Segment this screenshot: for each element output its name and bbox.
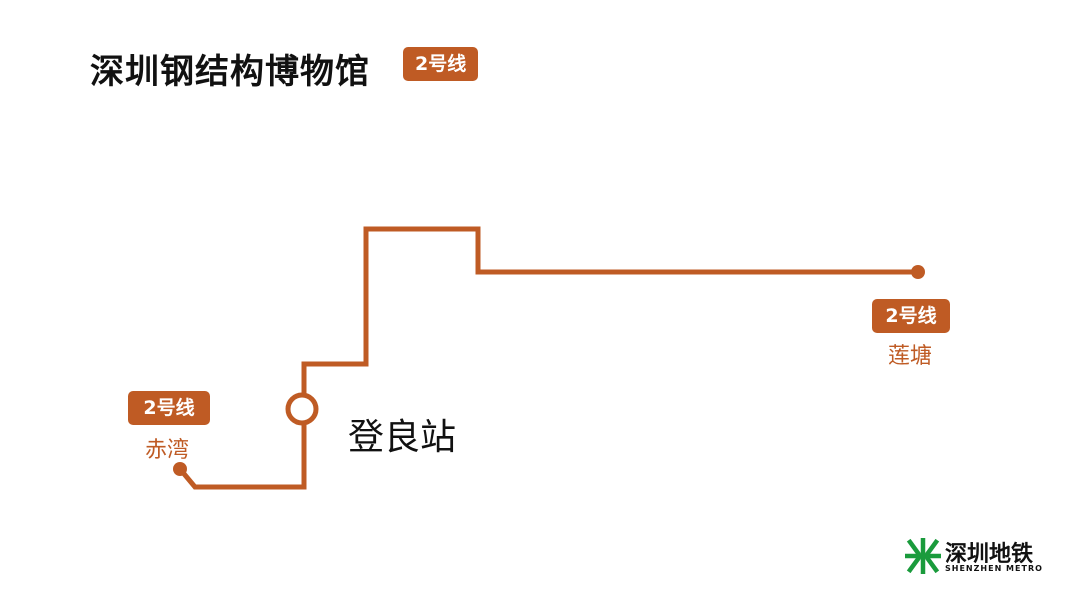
station-name: 登良站 <box>348 417 457 458</box>
page-title: 深圳钢结构博物馆 <box>90 52 370 92</box>
line-badge: 2号线 <box>403 47 479 81</box>
metro-logo-text-cn: 深圳地铁 <box>945 542 1034 567</box>
terminal-dot-liantang <box>911 265 925 279</box>
terminal-name-left: 赤湾 <box>144 438 189 463</box>
terminal-name-right: 莲塘 <box>887 344 932 369</box>
terminal-badge-right: 2号线 <box>872 299 950 333</box>
terminal-dot-chiwan <box>173 462 187 476</box>
terminal-badge-left: 2号线 <box>128 391 210 425</box>
shenzhen-metro-logo: 深圳地铁 SHENZHEN METRO <box>904 537 1042 578</box>
station-marker <box>285 392 319 426</box>
metro-logo-text-en: SHENZHEN METRO <box>945 564 1043 573</box>
metro-logo-icon <box>904 537 942 575</box>
line-2-route <box>178 226 918 490</box>
